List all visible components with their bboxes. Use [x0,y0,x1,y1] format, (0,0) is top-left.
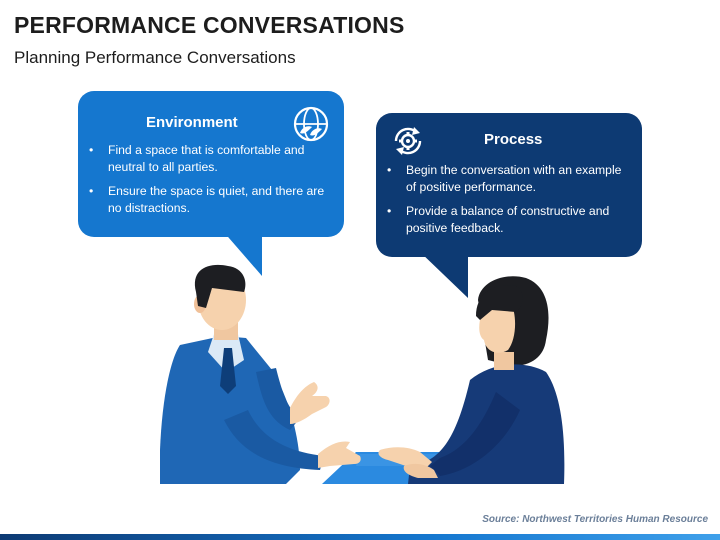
page-subtitle: Planning Performance Conversations [14,48,296,67]
woman-figure [378,276,565,484]
process-bubble: Process Begin the conversation with an e… [376,113,642,257]
process-bullet: Begin the conversation with an example o… [376,162,632,196]
source-citation: Source: Northwest Territories Human Reso… [482,514,708,525]
environment-bullet: Find a space that is comfortable and neu… [78,142,332,176]
environment-bullet: Ensure the space is quiet, and there are… [78,183,332,217]
environment-bubble-tail [222,230,262,276]
process-bubble-tail [418,250,468,298]
process-bullet: Provide a balance of constructive and po… [376,203,632,237]
process-heading: Process [484,131,543,148]
environment-bullet-list: Find a space that is comfortable and neu… [78,142,332,217]
process-bullet-list: Begin the conversation with an example o… [376,162,632,237]
bottom-accent-bar [0,534,720,540]
environment-bubble: Environment Find a space that is comfort… [78,91,344,237]
environment-heading: Environment [146,114,238,131]
page-title: PERFORMANCE CONVERSATIONS [14,12,405,38]
gear-cycle-icon [390,123,426,164]
man-figure [160,264,361,484]
globe-leaves-icon [292,105,330,148]
